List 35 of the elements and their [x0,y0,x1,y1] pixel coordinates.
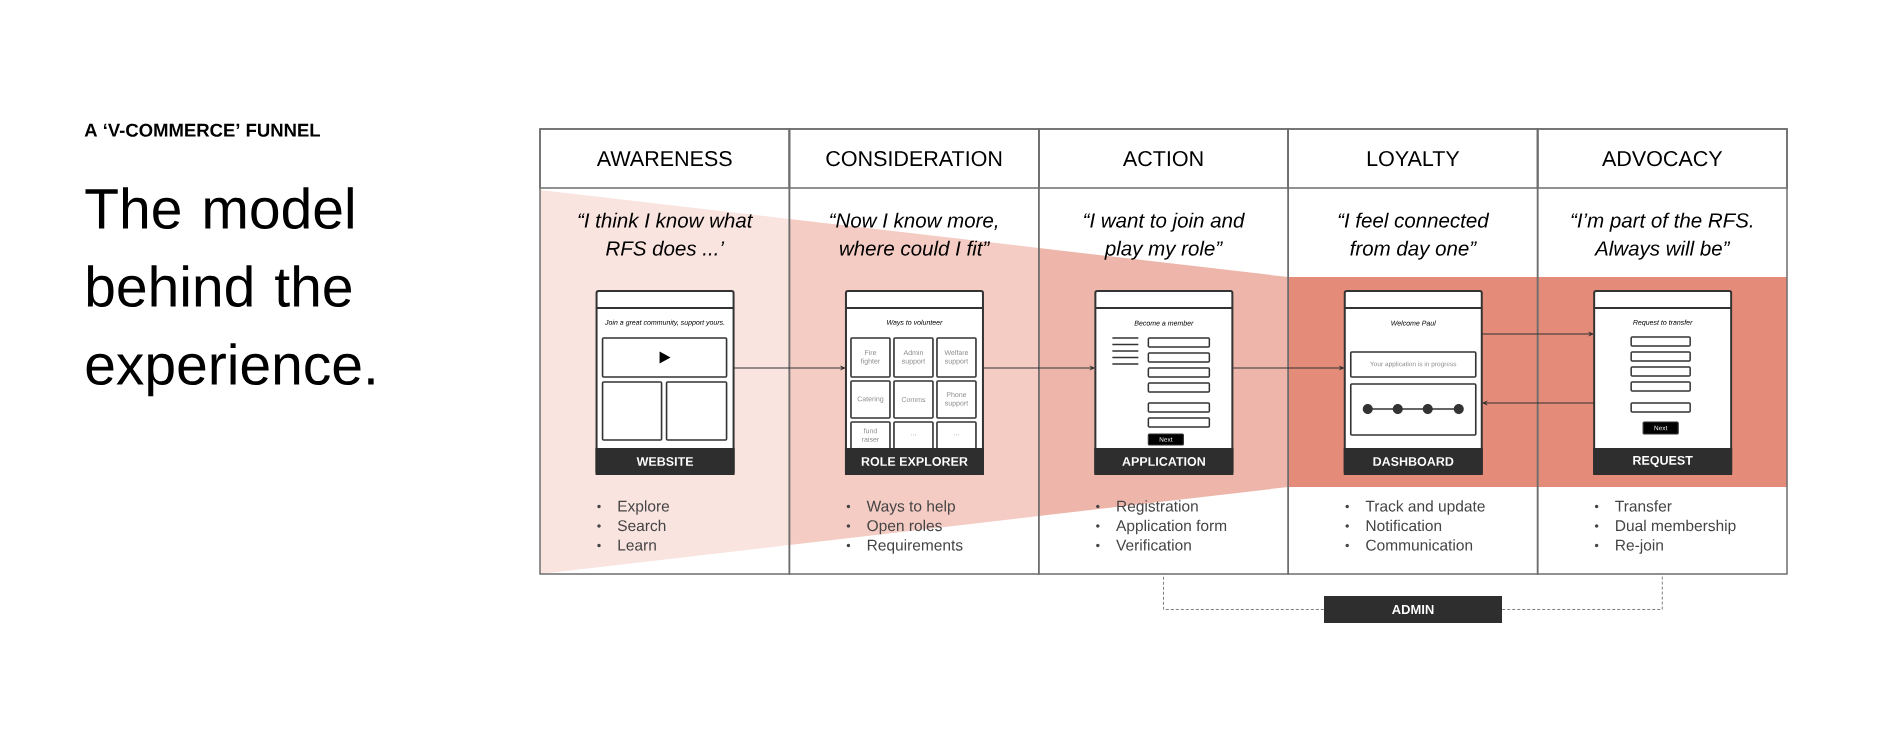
heading: The model behind the experience. [85,187,374,397]
label-bar: WEBSITE [595,448,735,475]
header-cell: AWARENESS [539,128,791,189]
list-item: Learn [618,539,656,551]
list-item: Track and update [1365,500,1485,515]
quote-text: “I’m part of the RFS. Always will be” [1571,212,1753,260]
eyebrow-label: A ‘V-COMMERCE’ FUNNEL [84,123,320,137]
dashed-connector [1163,573,1325,610]
list-item: Communication [1366,539,1473,551]
list-item: Open roles [867,519,942,535]
list-item: Search [617,519,666,532]
quote-text: “I want to join and play my role” [1084,212,1245,260]
quote-text: “Now I know more, where could I fit” [830,212,998,256]
label-bar: DASHBOARD [1343,448,1483,475]
quote-text: “I think I know what RFS does ...’ [578,212,754,256]
list-item: Dual membership [1616,519,1736,535]
label-bar: APPLICATION [1094,448,1234,475]
list-item: Requirements [867,539,963,554]
tag-label: ADMIN [1324,596,1502,623]
header-cell: CONSIDERATION [788,128,1040,189]
quote-text: “I feel connected from day one” [1338,212,1490,260]
label-bar: REQUEST [1593,448,1733,475]
header-cell: ADVOCACY [1536,128,1788,189]
list-item: Verification [1116,539,1191,551]
list-item: Ways to help [866,500,955,515]
list-item: Registration [1117,500,1198,515]
header-cell: LOYALTY [1287,128,1539,189]
label-bar: ROLE EXPLORER [844,448,984,475]
list-item: Transfer [1615,500,1672,512]
list-item: Re-join [1616,539,1663,554]
list-item: Application form [1116,519,1227,535]
list-item: Explore [618,500,670,515]
dashed-connector [1501,573,1663,610]
list-item: Notification [1366,519,1442,532]
header-cell: ACTION [1038,128,1289,189]
